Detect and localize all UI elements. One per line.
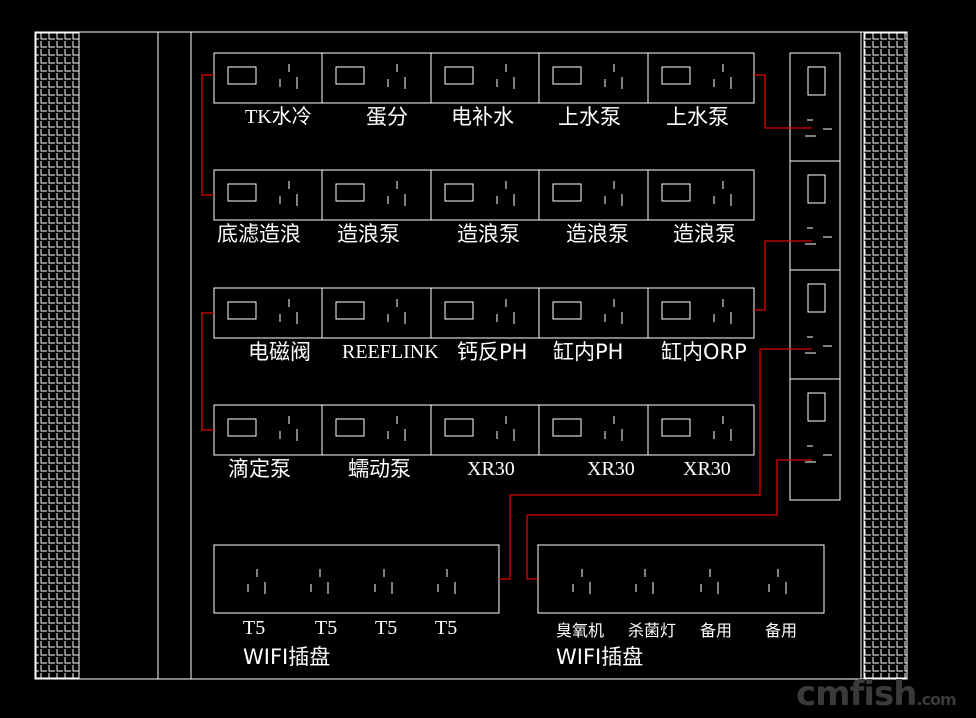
switch-icon bbox=[227, 301, 257, 320]
switch-icon bbox=[444, 66, 474, 85]
wires bbox=[201, 74, 812, 580]
switch-icon bbox=[227, 183, 257, 202]
wall-outlet bbox=[805, 392, 832, 463]
outlet-label: 上水泵 bbox=[666, 105, 729, 129]
outlet-label: 底滤造浪 bbox=[217, 222, 301, 246]
wifi-strip-title: WIFI插盘 bbox=[243, 645, 331, 669]
wifi-strip-outline bbox=[537, 544, 825, 614]
wifi-outlet-label: T5 bbox=[243, 617, 266, 639]
power-strip bbox=[213, 287, 755, 339]
switch-icon bbox=[335, 301, 365, 320]
switch-icon bbox=[335, 418, 365, 437]
switch-icon bbox=[552, 301, 582, 320]
switch-icon bbox=[807, 66, 826, 96]
wifi-outlet-label: 杀菌灯 bbox=[628, 621, 677, 640]
switch-icon bbox=[227, 66, 257, 85]
switch-icon bbox=[444, 183, 474, 202]
outlet-label: 蛋分 bbox=[366, 105, 408, 129]
wire-wifi1-to-outlet3 bbox=[499, 348, 812, 580]
switch-icon bbox=[552, 66, 582, 85]
switch-icon bbox=[807, 283, 826, 313]
wall-outlet bbox=[805, 174, 832, 245]
switch-icon bbox=[552, 418, 582, 437]
switch-icon bbox=[335, 183, 365, 202]
switch-icon bbox=[227, 418, 257, 437]
switch-icon bbox=[807, 174, 826, 204]
wifi-outlet-label: 臭氧机 bbox=[556, 621, 605, 640]
outlet-label: TK水冷 bbox=[245, 106, 312, 128]
wire-wifi2-to-outlet4 bbox=[526, 459, 812, 580]
wall-outlet-panel bbox=[789, 52, 841, 501]
outlet-label: REEFLINK bbox=[342, 341, 439, 363]
wifi-power-strip bbox=[213, 544, 500, 614]
wifi-power-strip bbox=[537, 544, 825, 614]
strip-outline bbox=[213, 52, 755, 104]
wifi-outlet-label: T5 bbox=[315, 617, 338, 639]
outlet-label: 电补水 bbox=[451, 105, 514, 129]
switch-icon bbox=[444, 418, 474, 437]
wifi-outlet-label: T5 bbox=[435, 617, 458, 639]
wifi-outlet-label: 备用 bbox=[765, 621, 798, 640]
switch-icon bbox=[661, 301, 691, 320]
switch-icon bbox=[552, 183, 582, 202]
wire-strip1-to-strip2 bbox=[201, 74, 214, 196]
wifi-outlet-label: 备用 bbox=[700, 621, 733, 640]
switch-icon bbox=[444, 301, 474, 320]
switch-icon bbox=[661, 183, 691, 202]
wire-strip3-to-strip4 bbox=[201, 312, 214, 431]
outlet-label: XR30 bbox=[587, 458, 635, 480]
wire-strip3-to-outlet2 bbox=[754, 240, 812, 311]
outlet-label: 上水泵 bbox=[558, 105, 621, 129]
outlet-label: 缸内PH bbox=[553, 340, 624, 364]
outlet-label: XR30 bbox=[467, 458, 515, 480]
outlet-label: 造浪泵 bbox=[337, 222, 400, 246]
outlet-label: 蠕动泵 bbox=[348, 457, 411, 481]
strip-outline bbox=[213, 404, 755, 456]
watermark: cmfish.com bbox=[796, 674, 957, 714]
strip-outline bbox=[213, 287, 755, 339]
outlet-label: 电磁阀 bbox=[248, 340, 311, 364]
wall-outlets bbox=[789, 52, 841, 501]
switch-icon bbox=[335, 66, 365, 85]
outlet-label: 造浪泵 bbox=[673, 222, 736, 246]
switch-icon bbox=[807, 392, 826, 422]
power-strip bbox=[213, 52, 755, 104]
outlet-label: 缸内ORP bbox=[661, 340, 747, 364]
outlet-label: 造浪泵 bbox=[566, 222, 629, 246]
right-brick-wall bbox=[863, 32, 908, 679]
wifi-strip-title: WIFI插盘 bbox=[556, 645, 644, 669]
power-strips bbox=[213, 52, 825, 614]
wire-strip1-to-outlet1 bbox=[754, 74, 812, 129]
outlet-label: XR30 bbox=[683, 458, 731, 480]
wifi-strip-outline bbox=[213, 544, 500, 614]
wall-outlet bbox=[805, 66, 832, 137]
watermark-suffix: .com bbox=[916, 690, 956, 709]
wifi-outlet-label: T5 bbox=[375, 617, 398, 639]
watermark-main: cmfish bbox=[796, 674, 917, 714]
strip-outline bbox=[213, 169, 755, 221]
power-strip bbox=[213, 404, 755, 456]
outlet-label: 钙反PH bbox=[457, 340, 528, 364]
power-strip bbox=[213, 169, 755, 221]
cabinet-frame bbox=[34, 31, 908, 680]
outlet-label: 滴定泵 bbox=[228, 457, 291, 481]
wall-outlet bbox=[805, 283, 832, 354]
switch-icon bbox=[661, 66, 691, 85]
switch-icon bbox=[661, 418, 691, 437]
left-brick-wall bbox=[35, 32, 80, 679]
outlet-label: 造浪泵 bbox=[457, 222, 520, 246]
